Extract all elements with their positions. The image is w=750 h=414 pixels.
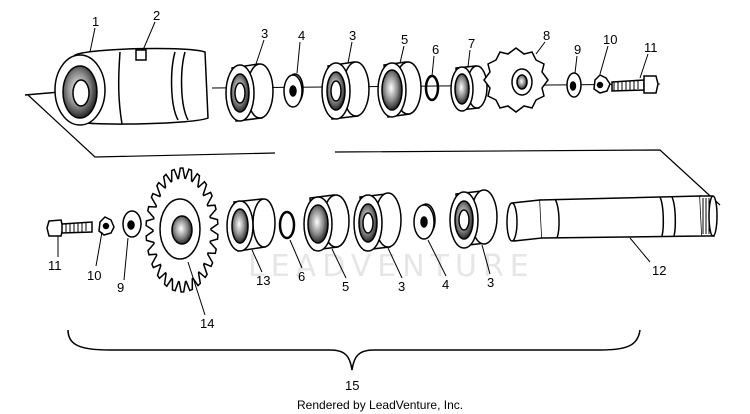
sprocket-14 (145, 167, 219, 293)
washer-4-bottom (413, 203, 436, 240)
callout-11b: 11 (48, 258, 62, 273)
o-ring-6-bottom (278, 210, 296, 240)
callout-15: 15 (345, 378, 359, 393)
top-assembly (24, 47, 721, 206)
callout-7: 7 (468, 36, 475, 51)
washer-9-top (566, 72, 582, 98)
watermark: LEADVENTURE (248, 249, 535, 284)
spacer-7 (450, 65, 488, 112)
callout-10b: 10 (87, 268, 101, 283)
sprocket-8 (483, 47, 549, 113)
callout-8: 8 (543, 28, 550, 43)
shaft-12 (506, 195, 718, 242)
callout-10a: 10 (603, 32, 617, 47)
callout-1: 1 (92, 14, 99, 29)
bolt-11-bottom (46, 219, 93, 237)
bearing-4 (449, 189, 498, 249)
seal-5 (377, 61, 422, 118)
assembly-brace (67, 329, 641, 371)
bolt-11-top (611, 75, 659, 94)
callout-5b: 5 (342, 279, 349, 294)
callout-3a: 3 (261, 26, 268, 41)
washer-9-bottom (122, 210, 142, 238)
callout-14: 14 (200, 316, 214, 331)
leaders-top (89, 21, 649, 79)
callout-3c: 3 (398, 279, 405, 294)
callout-2: 2 (153, 8, 160, 23)
bearing-1 (225, 63, 274, 122)
o-ring-6 (424, 74, 440, 102)
lock-washer-10-bottom (98, 216, 115, 236)
housing-drum (54, 47, 209, 126)
seal-5-bottom (303, 194, 350, 252)
callout-6b: 6 (298, 269, 305, 284)
callout-12: 12 (652, 263, 666, 278)
bearing-2 (321, 61, 370, 120)
leaders-bottom (57, 231, 651, 316)
bottom-assembly (46, 167, 718, 293)
bearing-3 (353, 192, 402, 252)
lock-washer-10-top (593, 74, 611, 94)
spacer-13 (226, 198, 276, 252)
callout-9a: 9 (574, 42, 581, 57)
callout-13: 13 (256, 273, 270, 288)
callout-11a: 11 (644, 40, 658, 55)
washer-4 (283, 73, 304, 108)
callout-3d: 3 (487, 275, 494, 290)
callout-5a: 5 (401, 32, 408, 47)
callout-3b: 3 (349, 28, 356, 43)
callout-9b: 9 (117, 280, 124, 295)
callout-6a: 6 (432, 42, 439, 57)
callout-4b: 4 (442, 277, 449, 292)
callout-4a: 4 (298, 28, 305, 43)
footer-credit: Rendered by LeadVenture, Inc. (297, 398, 463, 412)
